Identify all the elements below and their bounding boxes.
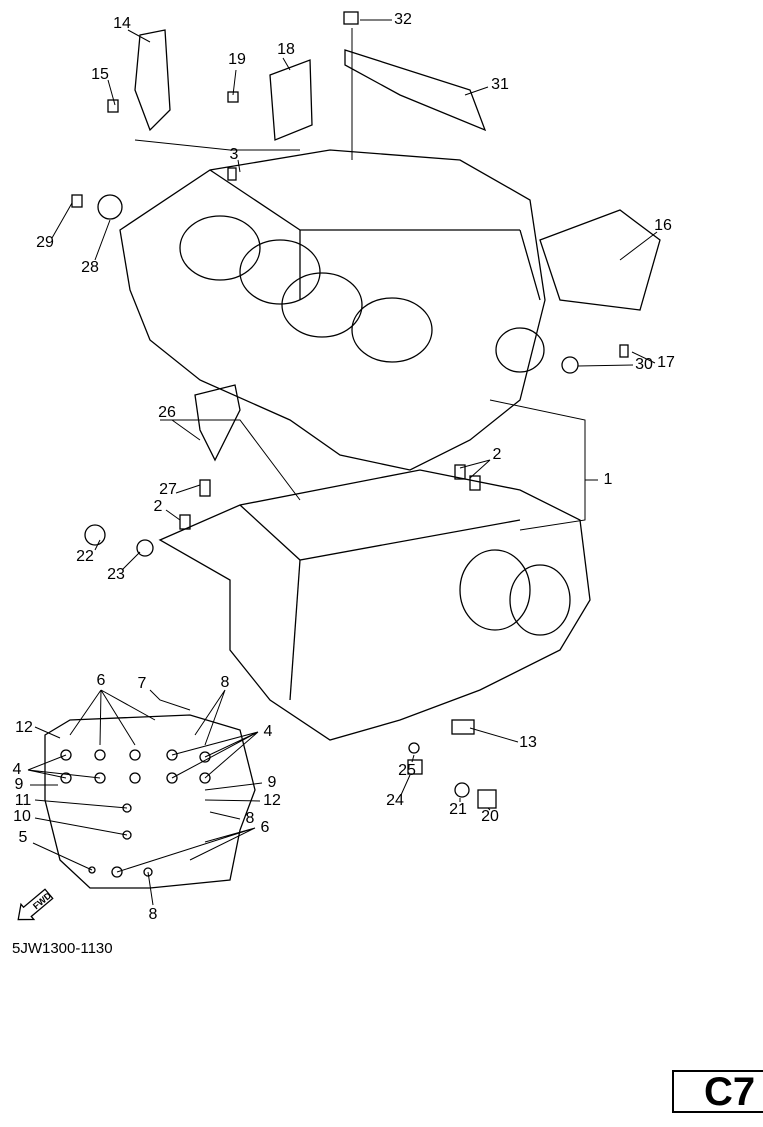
callout-label: 25 [398, 762, 416, 779]
small-parts [71, 11, 661, 809]
inset-callout-label: 11 [14, 792, 32, 809]
inset-callout-label: 8 [220, 674, 230, 691]
page-id-box: C7 [672, 1070, 763, 1113]
leader-lines [27, 19, 658, 906]
callout-label: 22 [76, 548, 94, 565]
lower-crankcase [158, 469, 591, 741]
callout-label: 17 [657, 354, 675, 371]
inset-callout-label: 4 [263, 723, 273, 740]
inset-callout-label: 12 [263, 792, 281, 809]
upper-crankcase [119, 149, 546, 471]
inset-callout-label: 9 [267, 774, 277, 791]
callout-label: 27 [159, 481, 177, 498]
callout-label: 2 [153, 498, 163, 515]
callout-label: 13 [519, 734, 537, 751]
callout-label: 24 [386, 792, 404, 809]
callout-label: 16 [654, 217, 672, 234]
inset-callout-label: 6 [96, 672, 106, 689]
callout-label: 15 [91, 66, 109, 83]
inset-callout-label: 8 [245, 810, 255, 827]
callout-label: 26 [158, 404, 176, 421]
callout-label: 30 [635, 356, 653, 373]
inset-callout-label: 8 [148, 906, 158, 923]
callout-label: 23 [107, 566, 125, 583]
callout-label: 19 [228, 51, 246, 68]
callout-label: 3 [229, 146, 239, 163]
inset-callout-label: 12 [15, 719, 33, 736]
callout-label: 31 [491, 76, 509, 93]
inset-callout-label: 5 [18, 829, 28, 846]
diagram-code: 5JW1300-1130 [12, 940, 113, 957]
inset-callout-label: 4 [12, 761, 22, 778]
callout-label: 2 [492, 446, 502, 463]
callout-label: 28 [81, 259, 99, 276]
inset-callout-label: 9 [14, 776, 24, 793]
callout-label: 14 [113, 15, 131, 32]
callout-label: 20 [481, 808, 499, 825]
callout-label: 1 [603, 471, 613, 488]
inset-callout-label: 7 [137, 675, 147, 692]
fwd-arrow-icon: FWD [17, 888, 54, 921]
callout-label: 32 [394, 11, 412, 28]
inset-callout-label: 6 [260, 819, 270, 836]
inset-callout-label: 10 [13, 808, 31, 825]
callout-label: 29 [36, 234, 54, 251]
callout-label: 21 [449, 801, 467, 818]
callout-label: 18 [277, 41, 295, 58]
